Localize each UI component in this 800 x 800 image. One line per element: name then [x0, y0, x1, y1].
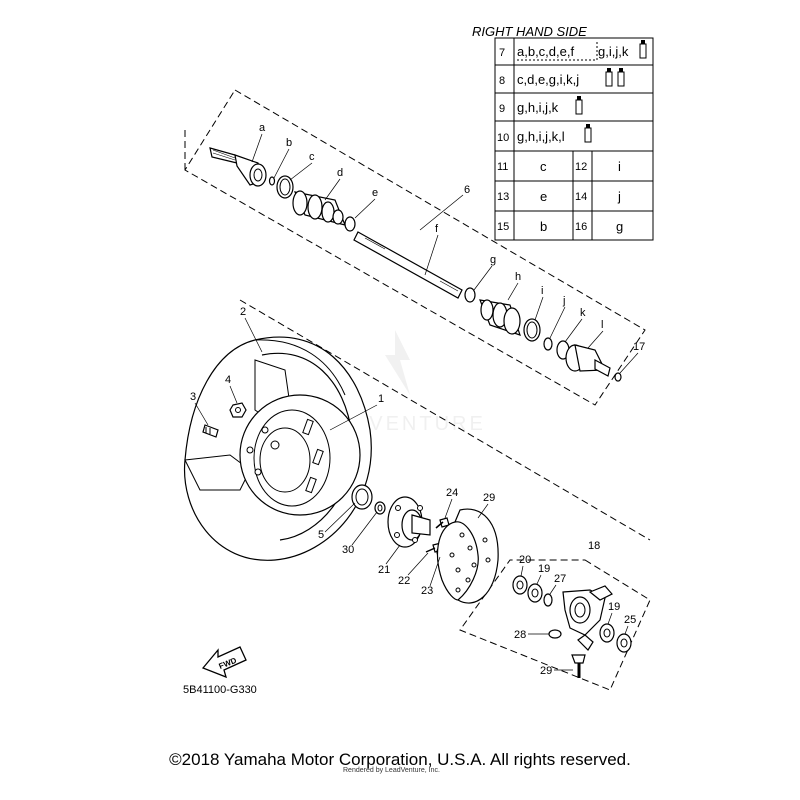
callout-24: 28: [514, 629, 526, 641]
pair-14-val: j: [617, 189, 621, 204]
callout-22: 27: [554, 573, 566, 585]
part-d-boot: [292, 190, 346, 226]
callout-5: 5: [318, 529, 324, 541]
callout-28: 30: [342, 544, 354, 556]
callout-21: 25: [624, 614, 636, 626]
callout-3: 3: [190, 391, 196, 403]
callout-29: 29: [483, 492, 495, 504]
part-e-clamp: [344, 216, 356, 232]
part-22-circlip: [543, 593, 553, 607]
grease-tube-icon: [575, 96, 583, 115]
part-b-ring: [268, 176, 276, 186]
callout-20: 20: [519, 554, 531, 566]
drive-shaft-assembly: [209, 147, 622, 382]
callout-f: f: [435, 223, 439, 235]
row-8-text: c,d,e,g,i,k,j: [517, 72, 579, 87]
callout-h: h: [515, 271, 521, 283]
part-3-valve: [202, 424, 219, 438]
group-6-leader: [419, 194, 464, 231]
row-10-text: g,h,i,j,k,l: [517, 129, 565, 144]
callout-1: 1: [378, 393, 384, 405]
knuckle-group-boundary: [459, 559, 651, 691]
part-24-washer: [548, 629, 562, 639]
copyright-notice: ©2018 Yamaha Motor Corporation, U.S.A. A…: [169, 750, 631, 769]
callout-25: 21: [378, 564, 390, 576]
row-7-extra: g,i,j,k: [598, 44, 629, 59]
part-23-stud: [571, 654, 586, 678]
part-f-shaft: [353, 231, 463, 299]
row-7-text: a,b,c,d,e,f: [517, 44, 574, 59]
part-19b-bearing: [599, 623, 615, 643]
callout-2: 2: [240, 306, 246, 318]
callout-18: 18: [588, 540, 600, 552]
pair-16-num: 16: [575, 221, 587, 233]
rendered-by-notice: Rendered by LeadVenture, Inc.: [343, 767, 440, 774]
grease-tube-icon: [605, 68, 613, 87]
pair-14-num: 14: [575, 191, 587, 203]
part-21-seal: [616, 633, 632, 653]
part-knuckle: [562, 585, 613, 651]
callout-17: 17: [633, 341, 645, 353]
callout-d: d: [337, 167, 343, 179]
callout-b: b: [286, 137, 292, 149]
part-25-hub: [387, 496, 431, 548]
callout-4: 4: [225, 374, 231, 386]
pair-15-val: b: [540, 219, 547, 234]
pair-11-num: 11: [497, 161, 508, 173]
pair-11-val: c: [540, 159, 547, 174]
row-8-num: 8: [499, 75, 505, 87]
row-7-num: 7: [499, 47, 505, 59]
part-28-spacer: [374, 501, 386, 515]
part-17-clip: [614, 372, 622, 382]
part-l-inner-joint: [565, 344, 611, 377]
callout-i: i: [541, 285, 543, 297]
part-4-nut: [229, 402, 247, 418]
part-j-circlip: [543, 337, 553, 351]
drive-shaft-group-boundary: [184, 89, 646, 406]
row-9-text: g,h,i,j,k: [517, 100, 559, 115]
grease-tube-icon: [617, 68, 625, 87]
part-h-inner-boot: [479, 299, 521, 336]
callout-l: l: [601, 319, 603, 331]
callout-c: c: [309, 151, 315, 163]
pair-12-val: i: [618, 159, 621, 174]
callout-6: 6: [464, 184, 470, 196]
pair-13-num: 13: [497, 191, 509, 203]
table-title: RIGHT HAND SIDE: [472, 24, 587, 39]
row-9-num: 9: [499, 103, 505, 115]
callout-a: a: [259, 122, 266, 134]
grease-tube-icon: [584, 124, 592, 143]
part-5-bearing: [351, 484, 373, 510]
diagram-code: 5B41100-G330: [183, 684, 257, 696]
part-20-bearing: [512, 575, 528, 595]
row-10-num: 10: [497, 132, 509, 144]
pair-16-val: g: [616, 219, 623, 234]
callout-27: 23: [421, 585, 433, 597]
callout-j: j: [562, 295, 565, 307]
part-29-brake-disc: [436, 508, 499, 604]
callout-30: 24: [446, 487, 458, 499]
callout-23: 29: [540, 665, 552, 677]
grease-tube-icon: [639, 40, 647, 59]
callout-19: 19: [538, 563, 550, 575]
callout-g: g: [490, 254, 496, 266]
callout-e: e: [372, 187, 378, 199]
callout-26: 22: [398, 575, 410, 587]
part-i-band: [523, 318, 541, 342]
part-a-outer-joint: [209, 147, 267, 187]
pair-13-val: e: [540, 189, 547, 204]
right-hand-side-table: RIGHT HAND SIDE 7 a,b,c,d,e,f g,i,j,k 8 …: [472, 24, 654, 241]
pair-15-num: 15: [497, 221, 509, 233]
part-c-clamp: [276, 175, 294, 199]
callout-k: k: [580, 307, 586, 319]
wheel-tire-assembly: [183, 336, 372, 561]
pair-12-num: 12: [575, 161, 587, 173]
callout-19b: 19: [608, 601, 620, 613]
fwd-arrow-icon: FWD: [201, 646, 247, 679]
part-g-clip: [464, 287, 476, 303]
part-19-bearing: [527, 583, 543, 603]
